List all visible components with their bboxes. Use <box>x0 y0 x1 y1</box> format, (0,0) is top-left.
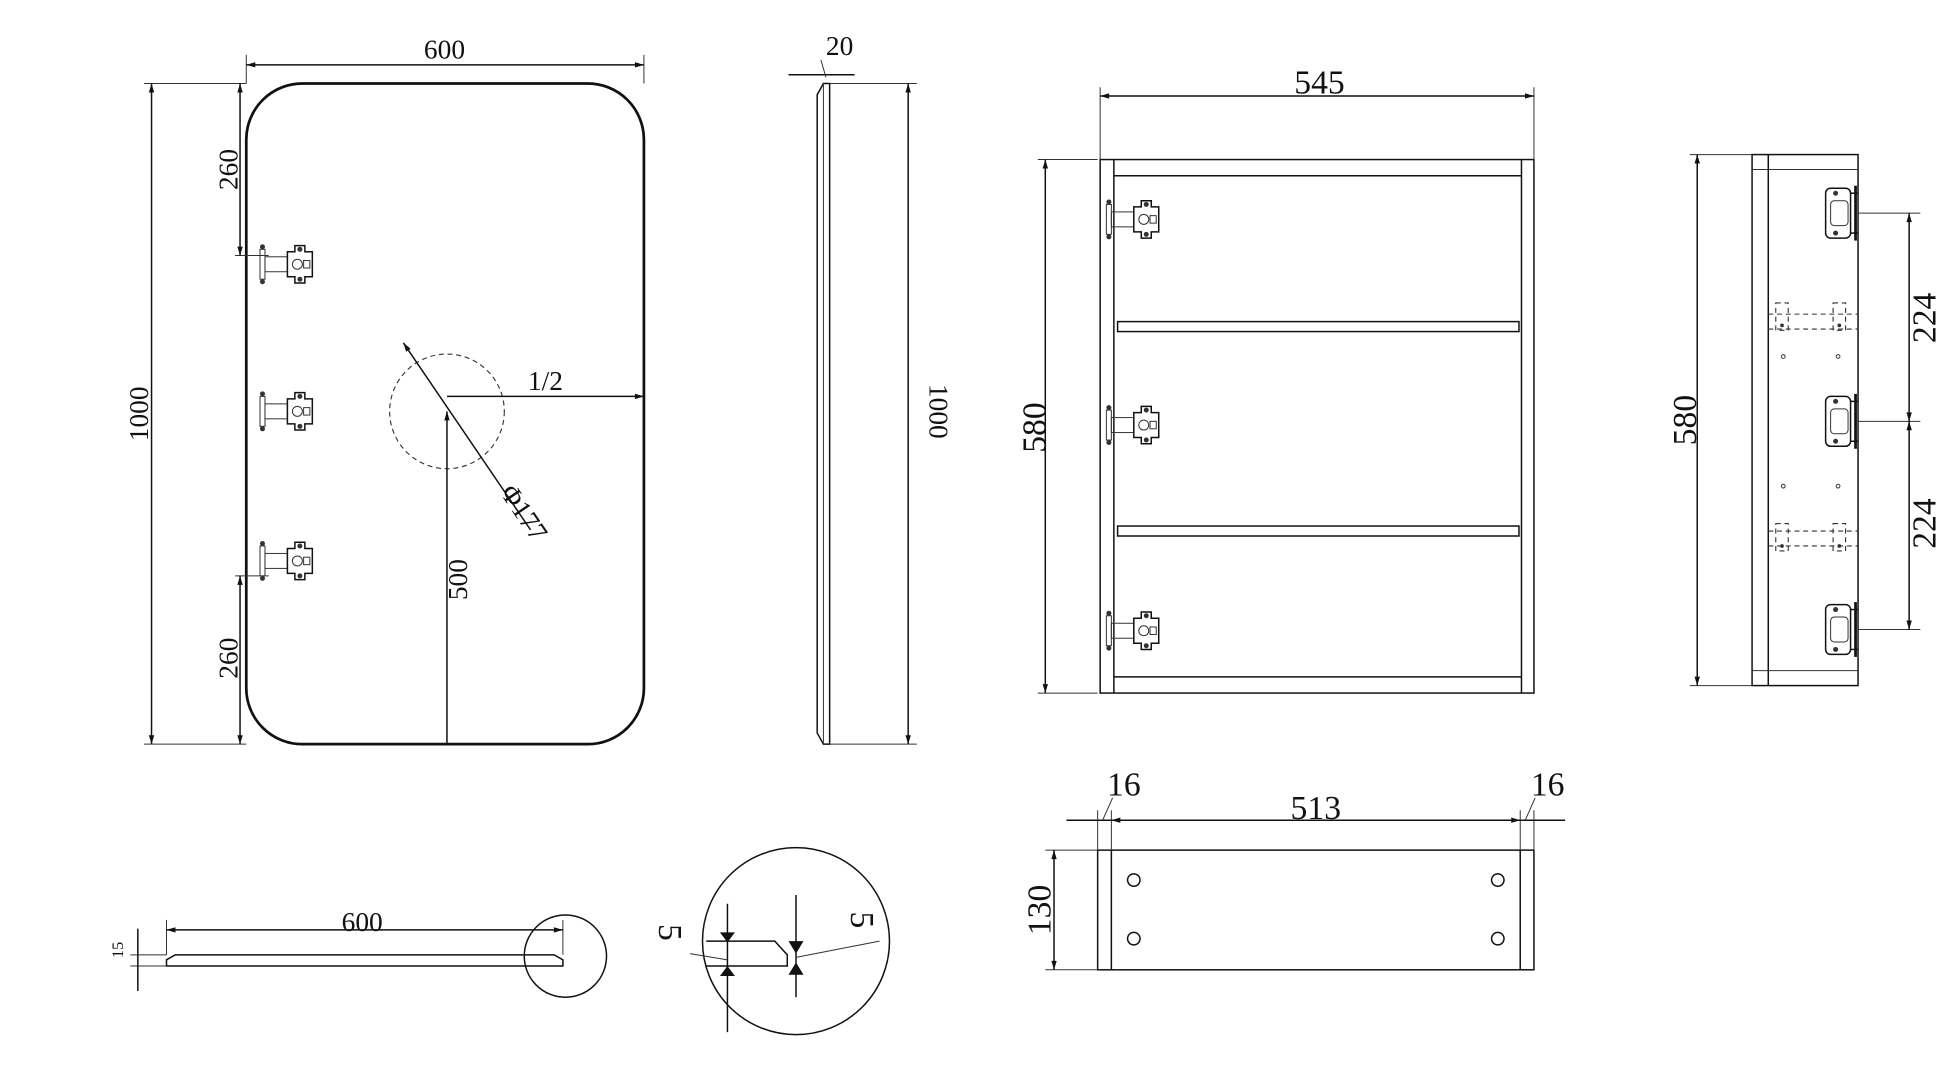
dimension-width: 600 <box>424 35 465 65</box>
hinge-icon <box>1824 600 1860 659</box>
dimension-thickness: 20 <box>826 31 853 61</box>
cabinet-top-view: 16 513 16 130 <box>1021 766 1566 971</box>
dimension-half: 1/2 <box>528 366 563 396</box>
mounting-hole <box>1490 931 1505 946</box>
mounting-hole <box>1490 873 1505 888</box>
shelf-bracket-icon <box>1775 522 1789 552</box>
shelf-bracket-icon <box>1832 302 1847 331</box>
detail-marker-circle <box>523 914 608 998</box>
shelf-top <box>1116 320 1520 333</box>
dimension-line-diameter <box>402 342 532 531</box>
hinge-icon <box>259 390 314 433</box>
dimension-hinge-spacing-bottom: 224 <box>1906 498 1943 549</box>
dimension-inner-width: 513 <box>1291 790 1341 827</box>
dimension-hinge-spacing-top: 224 <box>1906 292 1943 343</box>
cabinet-outline <box>1099 158 1535 694</box>
cabinet-front-view: 545 580 <box>1016 64 1535 694</box>
dimension-side-cabinet-height: 580 <box>1667 395 1704 445</box>
shelf-bottom <box>1116 525 1520 537</box>
dimension-bottom-thickness: 15 <box>109 942 127 958</box>
dimension-diameter: Φ177 <box>494 479 553 546</box>
dimension-bevel-left: 5 <box>651 924 688 941</box>
mounting-hole <box>1126 873 1141 888</box>
mirror-bottom-outline <box>165 954 564 967</box>
dimension-side-height: 1000 <box>923 384 953 439</box>
detail-circle <box>701 846 891 1036</box>
cabinet-top-outline <box>1096 849 1535 971</box>
hinge-icon <box>1824 392 1860 451</box>
mirror-outline <box>244 82 646 746</box>
dimension-hinge-bottom: 260 <box>214 638 244 679</box>
shelf-bracket-icon <box>1775 302 1789 331</box>
dimension-cabinet-height: 580 <box>1016 402 1053 452</box>
dimension-cutout-height: 500 <box>443 559 473 600</box>
dimension-cabinet-width: 545 <box>1294 64 1344 101</box>
dimension-depth: 130 <box>1021 885 1058 935</box>
edge-detail-view: 5 5 <box>651 846 891 1036</box>
dimension-panel-right: 16 <box>1531 766 1565 803</box>
dimension-bevel-right: 5 <box>843 912 880 929</box>
mirror-front-view: 600 1000 260 260 1/2 500 Φ177 <box>124 35 646 746</box>
shelf-bracket-icon <box>1832 522 1847 552</box>
dimension-panel-left: 16 <box>1107 766 1141 803</box>
dimension-hinge-top: 260 <box>214 149 244 190</box>
hinge-icon <box>259 243 314 285</box>
mounting-hole <box>1126 931 1141 946</box>
mirror-side-view: 20 1000 <box>788 31 953 745</box>
dimension-bottom-width: 600 <box>342 907 383 937</box>
dimension-height: 1000 <box>124 386 154 441</box>
hinge-icon <box>259 540 314 582</box>
cabinet-side-view: 580 224 224 <box>1667 153 1943 687</box>
cabinet-side-outline <box>1751 153 1859 687</box>
hinge-icon <box>1824 184 1860 242</box>
mirror-bottom-view: 600 15 <box>109 907 608 998</box>
